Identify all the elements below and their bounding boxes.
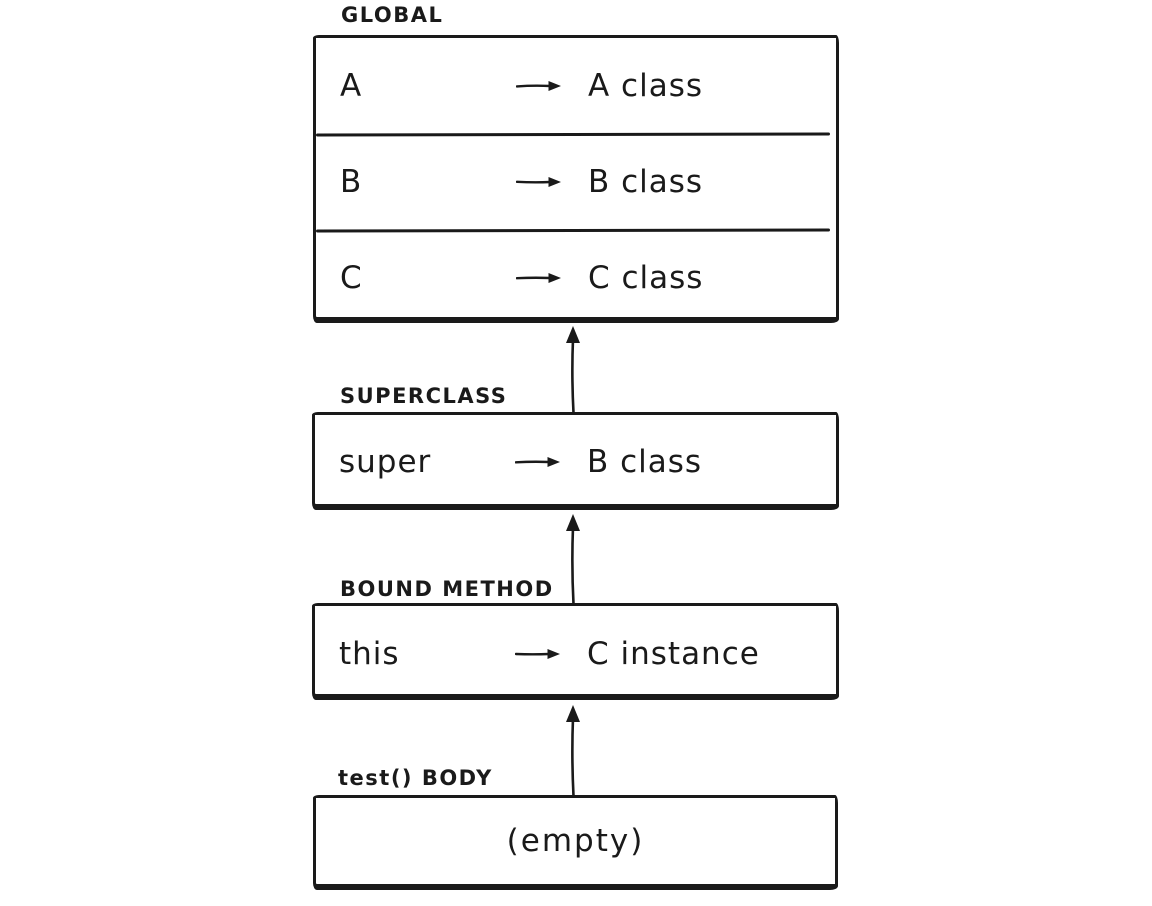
arrow-right-icon: [516, 177, 561, 187]
binding-value: C class: [588, 260, 704, 296]
empty-scope-text: (empty): [506, 823, 645, 859]
frame-box-test-body: (empty): [313, 795, 838, 890]
binding-row: C C class: [340, 233, 826, 323]
frame-box-superclass: super B class: [312, 412, 839, 510]
binding-value: B class: [587, 444, 703, 480]
binding-name: A: [340, 68, 363, 104]
row-divider: [315, 132, 831, 137]
binding-row: B B class: [340, 137, 826, 227]
binding-value: B class: [588, 164, 704, 200]
frame-box-bound-method: this C instance: [312, 603, 839, 700]
arrow-right-icon: [516, 273, 561, 283]
arrow-up-icon: [566, 705, 580, 796]
arrow-right-icon: [516, 81, 561, 91]
binding-value: C instance: [587, 636, 760, 672]
binding-value: A class: [588, 68, 704, 104]
arrow-right-icon: [515, 457, 560, 467]
frame-box-global: A A class B B class C C class: [313, 35, 839, 323]
binding-row: this C instance: [339, 609, 826, 699]
binding-name: C: [340, 260, 363, 296]
binding-name: super: [339, 444, 432, 480]
arrow-up-icon: [566, 326, 580, 413]
binding-name: B: [340, 164, 363, 200]
arrow-up-icon: [566, 514, 580, 604]
binding-row: super B class: [339, 417, 826, 507]
arrow-right-icon: [515, 649, 560, 659]
frame-label-test-body: test() BODY: [338, 766, 493, 790]
row-divider: [315, 228, 831, 233]
binding-name: this: [339, 636, 400, 672]
frame-label-superclass: SUPERCLASS: [340, 384, 508, 408]
binding-row: A A class: [340, 41, 826, 131]
frame-label-bound-method: BOUND METHOD: [340, 577, 554, 601]
frame-label-global: GLOBAL: [341, 3, 444, 27]
